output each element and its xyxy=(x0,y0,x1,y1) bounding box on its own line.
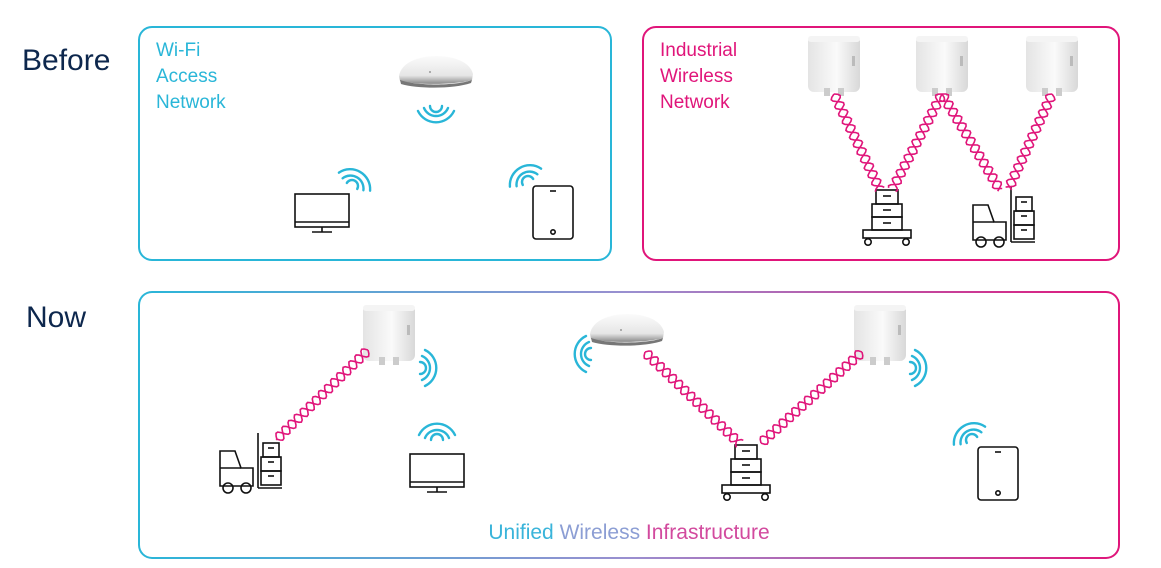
wifi-signal-icon xyxy=(418,348,438,388)
wifi-access-point xyxy=(590,314,664,346)
wifi-title-line: Wi-Fi xyxy=(156,40,201,61)
before-industrial-devices xyxy=(808,36,1078,248)
wifi-network-title: Wi-Fi Access Network xyxy=(156,38,226,116)
industrial-title-line: Industrial xyxy=(660,40,738,61)
tablet-icon xyxy=(532,185,574,240)
cart-icon xyxy=(721,444,771,502)
wifi-signal-icon xyxy=(908,348,928,388)
monitor-icon xyxy=(294,193,350,233)
wireless-links xyxy=(275,348,864,448)
wireless-word: Wireless xyxy=(559,521,641,544)
before-label: Before xyxy=(22,44,111,77)
unified-word: Unified xyxy=(488,521,554,544)
wifi-signal-icon xyxy=(417,422,457,442)
industrial-access-point xyxy=(916,36,968,96)
industrial-title-line: Network xyxy=(660,92,730,113)
wireless-link-strand xyxy=(1005,93,1056,191)
cart-icon xyxy=(862,189,912,246)
wireless-link-strand xyxy=(833,93,885,189)
tablet-icon xyxy=(977,446,1019,501)
now-devices xyxy=(219,305,1019,502)
industrial-access-point xyxy=(854,305,906,365)
industrial-network-panel: Industrial Wireless Network xyxy=(642,26,1120,261)
wireless-link-strand xyxy=(891,93,946,193)
monitor-icon xyxy=(409,453,465,493)
forklift-icon xyxy=(972,186,1036,248)
wireless-link-strand xyxy=(830,93,882,192)
wireless-links xyxy=(830,93,1056,193)
now-label: Now xyxy=(26,301,87,334)
forklift-icon xyxy=(219,432,283,494)
wifi-signal-icon xyxy=(573,334,593,374)
wifi-signal-icon xyxy=(416,104,456,124)
wireless-link-strand xyxy=(942,93,1003,192)
infrastructure-word: Infrastructure xyxy=(645,521,770,544)
industrial-access-point xyxy=(363,305,415,365)
wifi-title-line: Network xyxy=(156,92,226,113)
industrial-access-point xyxy=(808,36,860,96)
wireless-link-strand xyxy=(759,351,864,444)
wifi-signal-icon xyxy=(335,161,377,197)
industrial-access-point xyxy=(1026,36,1078,96)
wireless-link-strand xyxy=(275,348,369,441)
wifi-signal-icon xyxy=(947,415,989,451)
wireless-link-strand xyxy=(887,93,943,188)
unified-infrastructure-title: Unified Wireless Infrastructure xyxy=(138,521,1120,545)
industrial-title-line: Wireless xyxy=(660,66,733,87)
wireless-link-strand xyxy=(1005,93,1053,188)
industrial-network-title: Industrial Wireless Network xyxy=(660,38,737,116)
wireless-link-strand xyxy=(275,349,370,442)
wifi-title-line: Access xyxy=(156,66,218,87)
wireless-link-strand xyxy=(643,351,744,443)
wifi-access-point xyxy=(399,56,473,88)
before-wifi-devices xyxy=(294,56,574,240)
wireless-link-strand xyxy=(644,350,739,448)
wifi-network-panel: Wi-Fi Access Network xyxy=(138,26,612,261)
